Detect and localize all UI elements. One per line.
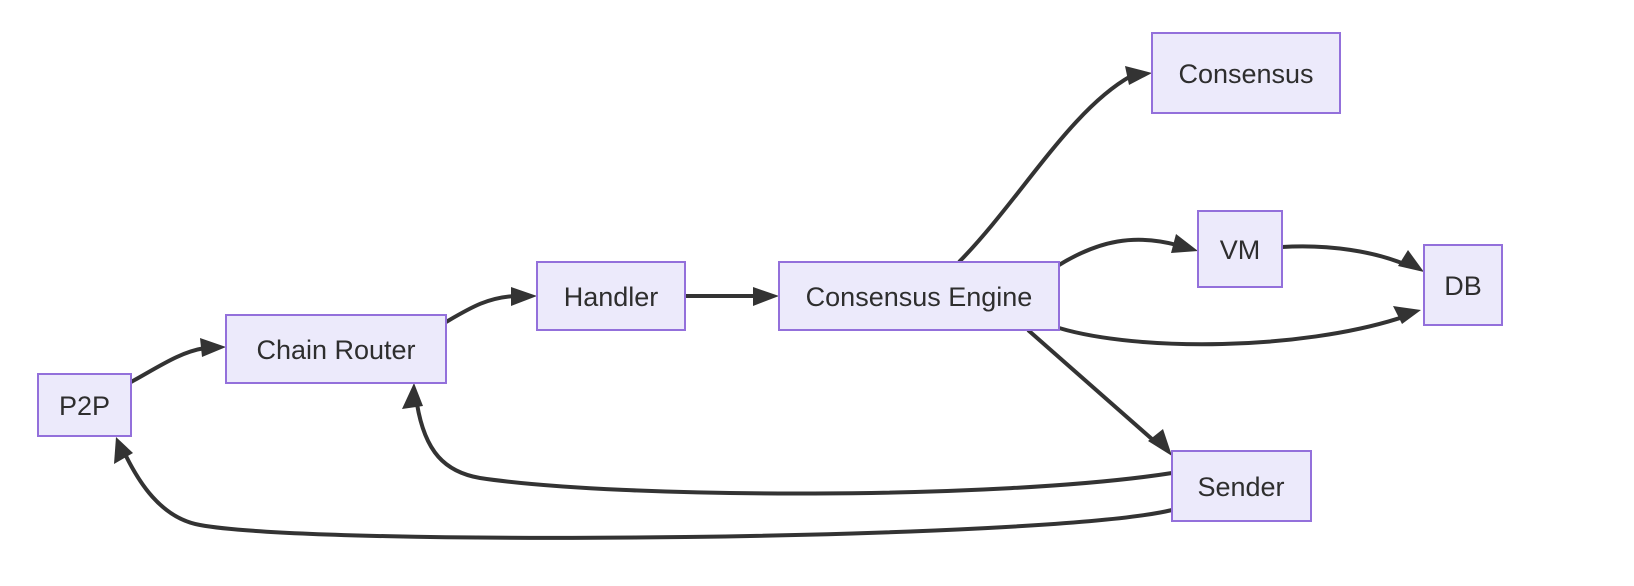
node-consensus-engine-box[interactable]: [778, 261, 1060, 331]
node-db[interactable]: DB: [1423, 244, 1503, 326]
node-sender-box[interactable]: [1171, 450, 1312, 522]
node-p2p-box[interactable]: [37, 373, 132, 437]
node-vm-box[interactable]: [1197, 210, 1283, 288]
node-sender[interactable]: Sender: [1171, 450, 1312, 522]
edge-sender-to-chain-router: [402, 383, 1173, 496]
node-handler-box[interactable]: [536, 261, 686, 331]
node-consensus-engine[interactable]: Consensus Engine: [778, 261, 1060, 331]
edge-consensus-engine-to-sender: [1026, 328, 1172, 456]
edge-path: [130, 346, 206, 384]
arrowhead-icon: [1125, 66, 1152, 85]
arrowhead-icon: [1171, 234, 1198, 253]
arrowhead-icon: [753, 287, 779, 306]
node-p2p[interactable]: P2P: [37, 373, 132, 437]
edge-vm-to-db: [1281, 244, 1424, 272]
edge-consensus-engine-to-consensus: [957, 66, 1152, 264]
edge-path: [957, 74, 1132, 264]
edge-p2p-to-chain-router: [130, 338, 226, 384]
edge-sender-to-p2p: [114, 437, 1173, 540]
arrowhead-icon: [511, 287, 537, 306]
edge-handler-to-consensus-engine: [685, 287, 779, 306]
arrowhead-icon: [1398, 250, 1424, 272]
edge-path: [415, 403, 1173, 496]
arrowhead-icon: [1393, 306, 1421, 324]
edge-path: [1058, 316, 1401, 347]
edge-path: [1281, 244, 1405, 266]
edge-layer: [114, 66, 1424, 540]
arrowhead-icon: [200, 338, 226, 357]
node-db-box[interactable]: [1423, 244, 1503, 326]
edge-consensus-engine-to-vm: [1057, 234, 1198, 267]
node-consensus[interactable]: Consensus: [1151, 32, 1341, 114]
edge-path: [124, 455, 1173, 540]
edge-chain-router-to-handler: [444, 287, 537, 324]
node-consensus-box[interactable]: [1151, 32, 1341, 114]
node-chain-router-box[interactable]: [225, 314, 447, 384]
arrowhead-icon: [114, 437, 133, 464]
arrowhead-icon: [402, 383, 423, 409]
edge-consensus-engine-to-db: [1058, 306, 1421, 347]
node-layer: P2P Chain Router Handler Consensus Engin…: [37, 32, 1503, 522]
edge-path: [1057, 237, 1178, 267]
edge-path: [444, 294, 517, 324]
arrowhead-icon: [1148, 429, 1172, 456]
node-handler[interactable]: Handler: [536, 261, 686, 331]
node-vm[interactable]: VM: [1197, 210, 1283, 288]
node-chain-router[interactable]: Chain Router: [225, 314, 447, 384]
edge-path: [1026, 328, 1155, 442]
